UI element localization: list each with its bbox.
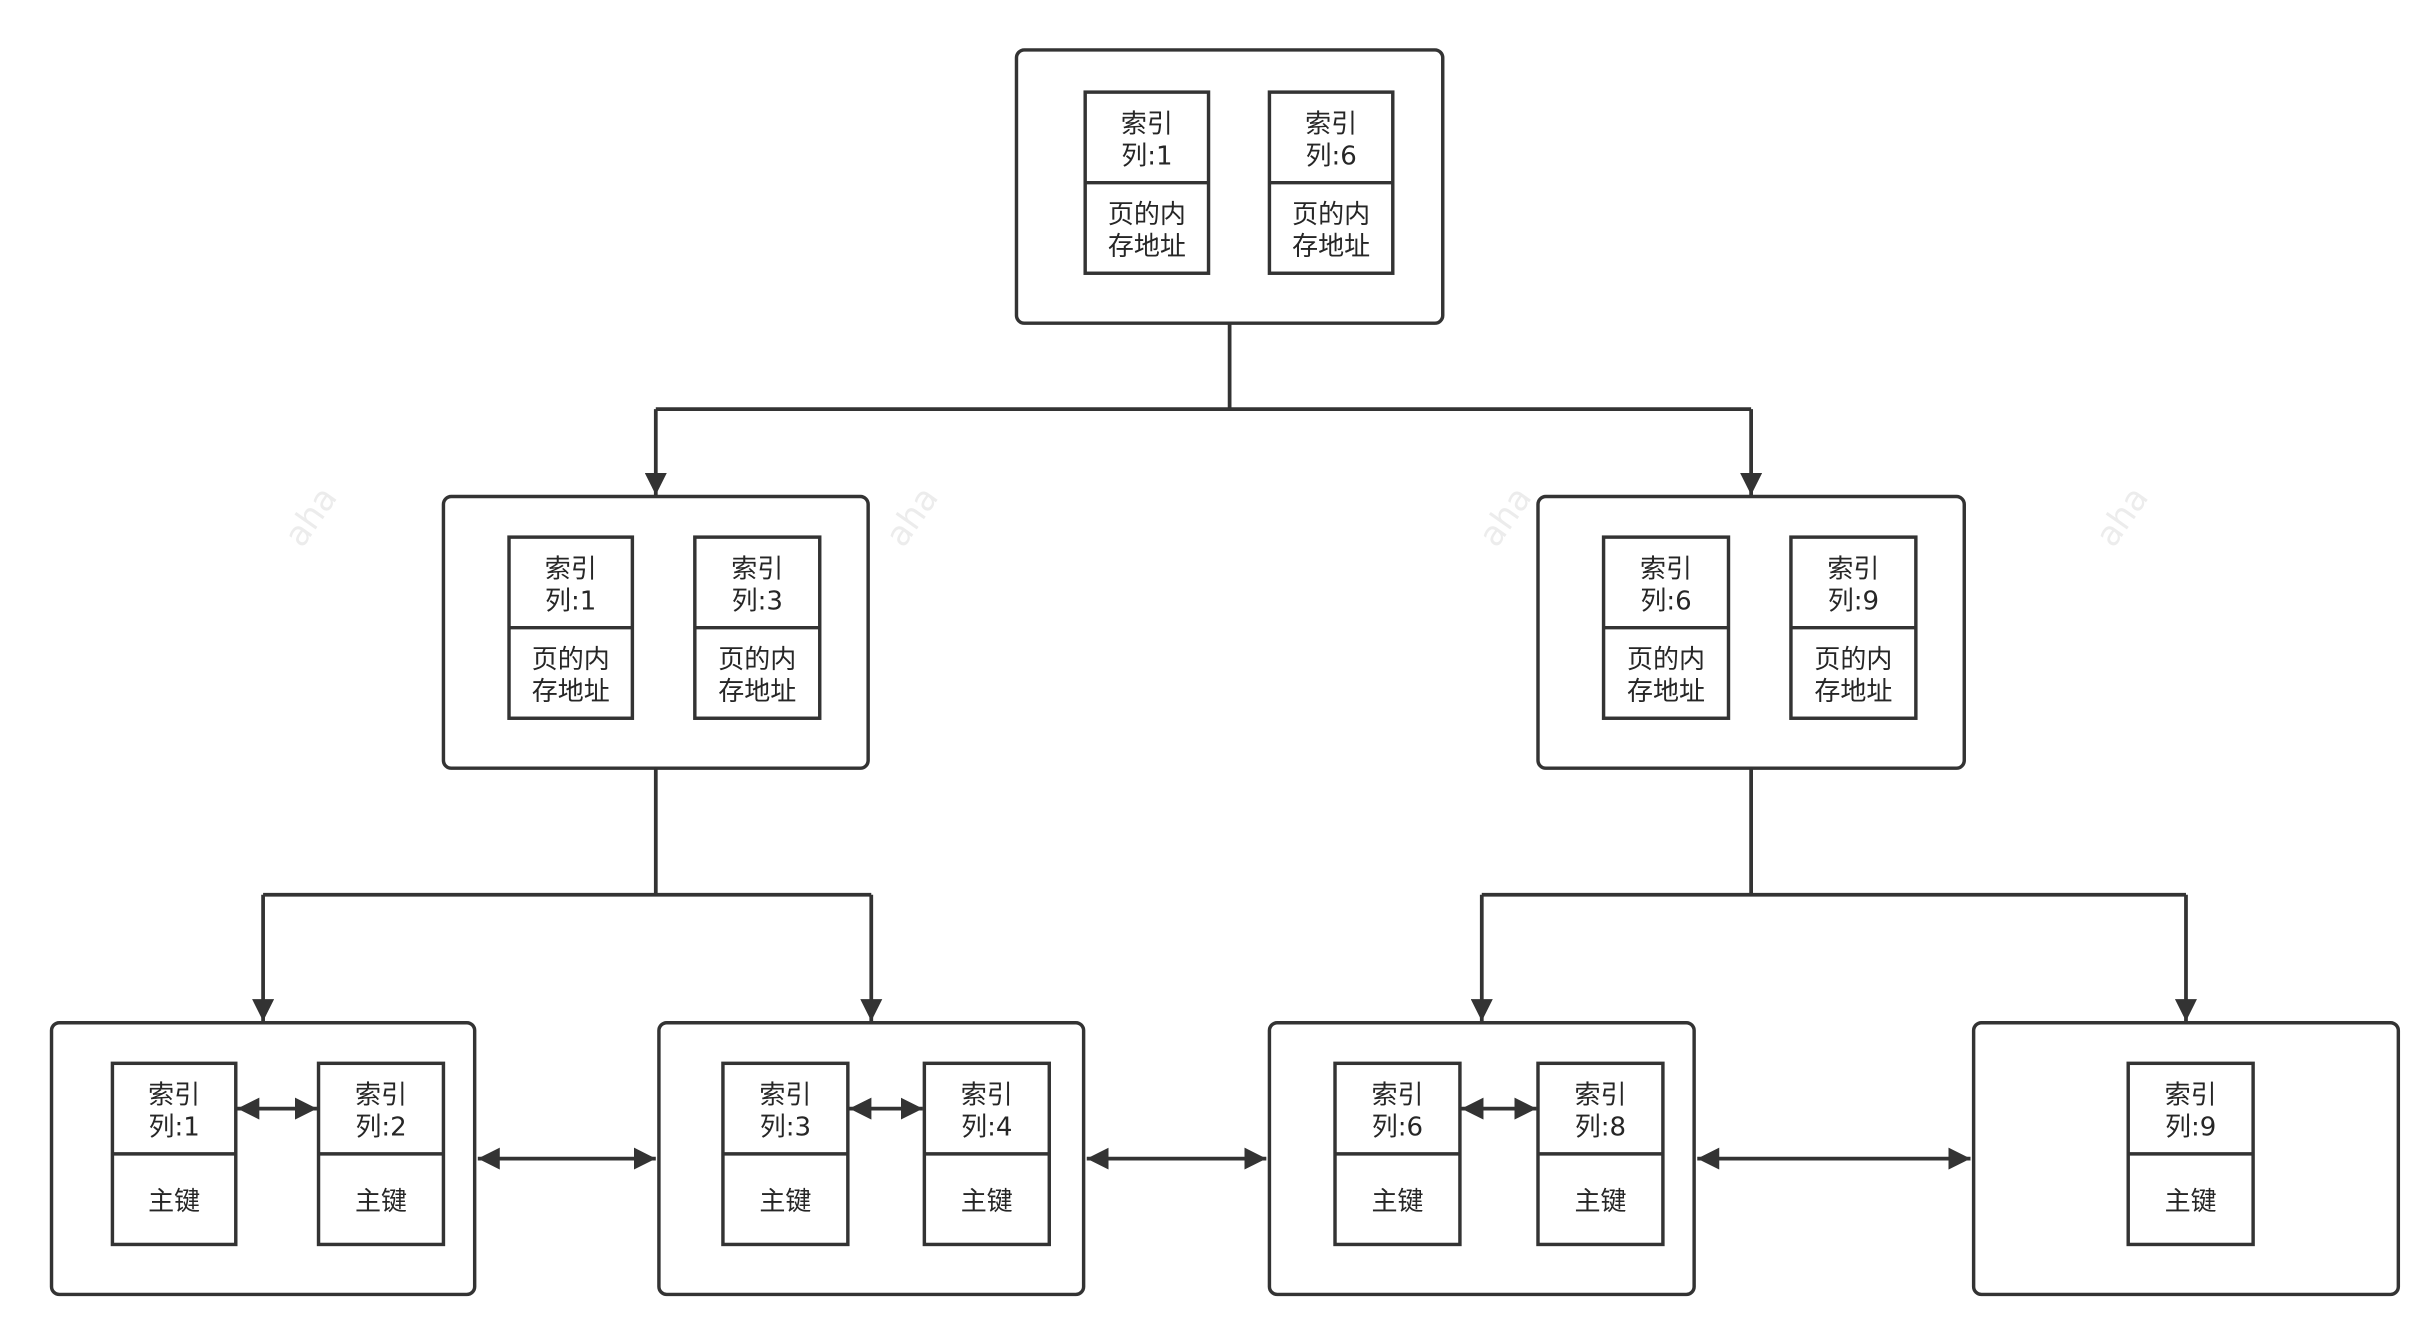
entry-key-label: 索引 <box>1371 1081 1423 1111</box>
entry-key-value: 列:3 <box>732 586 783 616</box>
entry-key-value: 列:8 <box>1575 1113 1626 1143</box>
entry-key-value: 列:1 <box>1121 141 1172 171</box>
entry-key-value: 列:6 <box>1372 1113 1423 1143</box>
entry-key-label: 索引 <box>148 1081 200 1111</box>
entry-key-value: 列:3 <box>760 1113 811 1143</box>
entry-key-value: 列:9 <box>1828 586 1879 616</box>
entry-key-label: 索引 <box>545 554 597 584</box>
entry-pointer-label: 页的内 <box>1814 645 1892 675</box>
entry-key-value: 列:9 <box>2165 1113 2216 1143</box>
entry-key-value: 列:4 <box>961 1113 1012 1143</box>
entry-pointer-label: 主键 <box>148 1187 200 1217</box>
entry-key-label: 索引 <box>355 1081 407 1111</box>
entry-key-value: 列:1 <box>545 586 596 616</box>
entry-key-label: 索引 <box>1574 1081 1626 1111</box>
page-layer: 索引列:1页的内存地址索引列:6页的内存地址索引列:1页的内存地址索引列:3页的… <box>49 48 2401 1297</box>
tree-connector-mid-right <box>1470 768 2197 1022</box>
entry-pointer-label: 存地址 <box>718 677 796 707</box>
watermark-text: aha <box>2088 479 2157 554</box>
index-entry: 索引列:9 主键 <box>2126 1061 2255 1247</box>
entry-key-label: 索引 <box>1640 554 1692 584</box>
watermark-text: aha <box>1471 479 1540 554</box>
entry-pointer-label: 存地址 <box>1292 232 1370 262</box>
index-entry: 索引列:2 主键 <box>316 1061 446 1247</box>
entry-key-label: 索引 <box>731 554 783 584</box>
entry-pointer-label: 存地址 <box>532 677 610 707</box>
tree-connector-root <box>644 323 1763 495</box>
index-entry: 索引列:4 主键 <box>922 1061 1051 1247</box>
entry-pointer-label: 主键 <box>355 1187 407 1217</box>
index-entry: 索引列:3 主键 <box>721 1061 850 1247</box>
entry-key-label: 索引 <box>1121 109 1173 139</box>
tree-connector-mid-left <box>252 768 883 1022</box>
entry-pointer-label: 页的内 <box>718 645 796 675</box>
entry-pointer-label: 页的内 <box>1108 200 1186 230</box>
entry-pointer-label: 主键 <box>2165 1187 2217 1217</box>
entry-pointer-label: 存地址 <box>1108 232 1186 262</box>
entry-pointer-label: 页的内 <box>1292 200 1370 230</box>
entry-key-value: 列:6 <box>1305 141 1356 171</box>
entry-pointer-label: 页的内 <box>1627 645 1705 675</box>
index-entry: 索引列:6 主键 <box>1333 1061 1462 1247</box>
connector-layer <box>252 323 2197 1022</box>
index-page-leaf-4: 索引列:9 主键 <box>1971 1021 2401 1297</box>
entry-pointer-label: 主键 <box>1574 1187 1626 1217</box>
entry-key-label: 索引 <box>961 1081 1013 1111</box>
sibling-link-layer <box>237 1097 1971 1170</box>
entry-pointer-label: 页的内 <box>532 645 610 675</box>
watermark-text: aha <box>878 479 947 554</box>
entry-key-value: 列:2 <box>355 1113 406 1143</box>
entry-key-value: 列:1 <box>148 1113 199 1143</box>
entry-pointer-label: 主键 <box>759 1187 811 1217</box>
entry-key-label: 索引 <box>759 1081 811 1111</box>
entry-key-value: 列:6 <box>1640 586 1691 616</box>
entry-pointer-label: 主键 <box>1371 1187 1423 1217</box>
entry-key-label: 索引 <box>1827 554 1879 584</box>
watermark-text: aha <box>277 479 346 554</box>
entry-pointer-label: 存地址 <box>1627 677 1705 707</box>
entry-pointer-label: 存地址 <box>1814 677 1892 707</box>
entry-key-label: 索引 <box>1305 109 1357 139</box>
entry-pointer-label: 主键 <box>961 1187 1013 1217</box>
index-entry: 索引列:8 主键 <box>1536 1061 1665 1247</box>
index-entry: 索引列:1 主键 <box>110 1061 238 1247</box>
entry-key-label: 索引 <box>2165 1081 2217 1111</box>
